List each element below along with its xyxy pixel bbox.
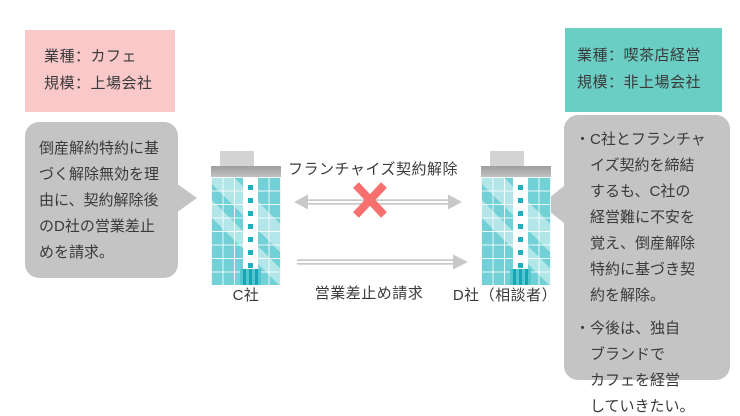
right-arrow-icon xyxy=(297,254,468,270)
office-building-icon xyxy=(211,151,281,285)
x-mark-icon xyxy=(353,182,387,218)
company-c-scale: 規模：上場会社 xyxy=(44,75,153,92)
company-c-info-box: 業種：カフェ 規模：上場会社 xyxy=(25,30,175,112)
building-rooftop xyxy=(490,151,524,167)
building-rooftop xyxy=(220,151,254,167)
building-core xyxy=(510,177,531,285)
company-c-industry: 業種：カフェ xyxy=(44,48,138,65)
company-d-info-box: 業種：喫茶店経営 規模：非上場会社 xyxy=(565,28,722,112)
company-c-claim-bubble: 倒産解約特約に基 づく解除無効を理 由に、契約解除後 のD社の営業差止 めを請求… xyxy=(25,122,197,278)
building-roofline xyxy=(211,166,281,177)
company-d-label: D社（相談者） xyxy=(452,287,558,304)
company-c-claim-text: 倒産解約特約に基 づく解除無効を理 由に、契約解除後 のD社の営業差止 めを請求… xyxy=(39,140,160,261)
building-windows xyxy=(248,185,253,268)
company-d-scale: 規模：非上場会社 xyxy=(577,74,702,91)
injunction-request-label: 営業差止め請求 xyxy=(314,285,424,302)
building-core xyxy=(240,177,261,285)
company-d-industry: 業種：喫茶店経営 xyxy=(577,47,702,64)
franchise-termination-label: フランチャイズ契約解除 xyxy=(288,161,458,178)
company-d-wish-item: ・今後は、独自 ブランドで カフェを経営 していきたい。 xyxy=(575,320,695,415)
building-roofline xyxy=(481,166,551,177)
office-building-icon xyxy=(481,151,551,285)
building-entrance xyxy=(240,269,261,285)
company-d-situation-item: ・C社とフランチャ イズ契約を締結 するも、C社の 経営難に不安を 覚え、倒産解… xyxy=(575,131,706,304)
building-windows xyxy=(518,185,523,268)
company-d-situation-bubble: ・C社とフランチャ イズ契約を締結 するも、C社の 経営難に不安を 覚え、倒産解… xyxy=(541,115,730,415)
building-entrance xyxy=(510,269,531,285)
bubble-tail-right-icon xyxy=(176,183,197,213)
company-c-label: C社 xyxy=(232,287,260,304)
